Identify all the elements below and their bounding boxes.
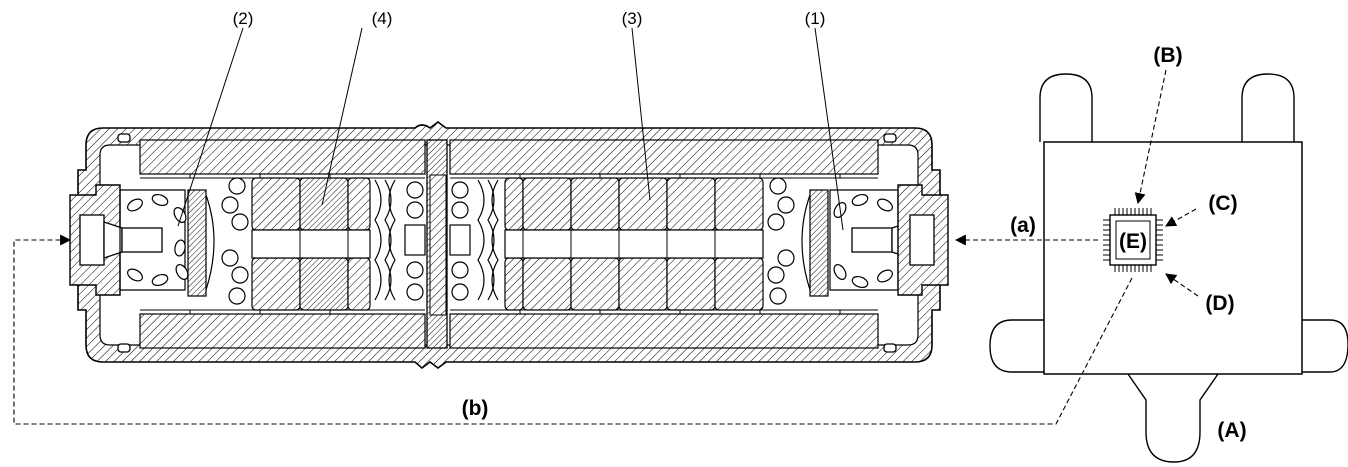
right-springs <box>477 179 499 301</box>
leader-D <box>1165 273 1199 297</box>
chip <box>1103 208 1163 272</box>
right-end-cap <box>801 184 949 297</box>
center-right-balls <box>449 181 471 301</box>
leader-B <box>1134 69 1167 205</box>
top-sleeve-left <box>139 139 426 175</box>
leader-C <box>1165 208 1197 227</box>
bottom-sleeve-left <box>139 313 426 349</box>
right-ring-balls <box>767 177 795 305</box>
device-cross-section <box>69 121 949 370</box>
labels: (2) (4) (3) (1) (B) (C) (E) (D) (A) (a) … <box>233 9 1247 442</box>
part-leader-lines <box>177 27 844 231</box>
top-sleeve-right <box>449 139 879 175</box>
label-lead-B: (B) <box>1153 44 1182 67</box>
label-part-2: (2) <box>233 9 254 28</box>
bottom-sleeve-right <box>449 313 879 349</box>
pcb-board <box>989 73 1348 463</box>
connection-b <box>13 234 1133 425</box>
label-conn-b: (b) <box>462 397 489 420</box>
label-lead-C: (C) <box>1208 192 1237 215</box>
pcb-main-body <box>1043 141 1303 375</box>
label-lead-D: (D) <box>1205 292 1234 315</box>
label-part-4: (4) <box>372 9 393 28</box>
label-part-3: (3) <box>622 9 643 28</box>
cell-stack-3 <box>504 177 764 311</box>
center-left-balls <box>404 181 426 301</box>
label-conn-a: (a) <box>1010 214 1036 237</box>
label-chip-E: (E) <box>1119 230 1147 253</box>
dashed-connections <box>13 69 1199 425</box>
left-ring-balls <box>221 177 249 305</box>
left-end-cap <box>69 184 215 297</box>
label-part-1: (1) <box>805 9 826 28</box>
cell-stack-4 <box>251 177 371 311</box>
left-springs <box>374 179 396 301</box>
label-lead-A: (A) <box>1217 419 1246 442</box>
